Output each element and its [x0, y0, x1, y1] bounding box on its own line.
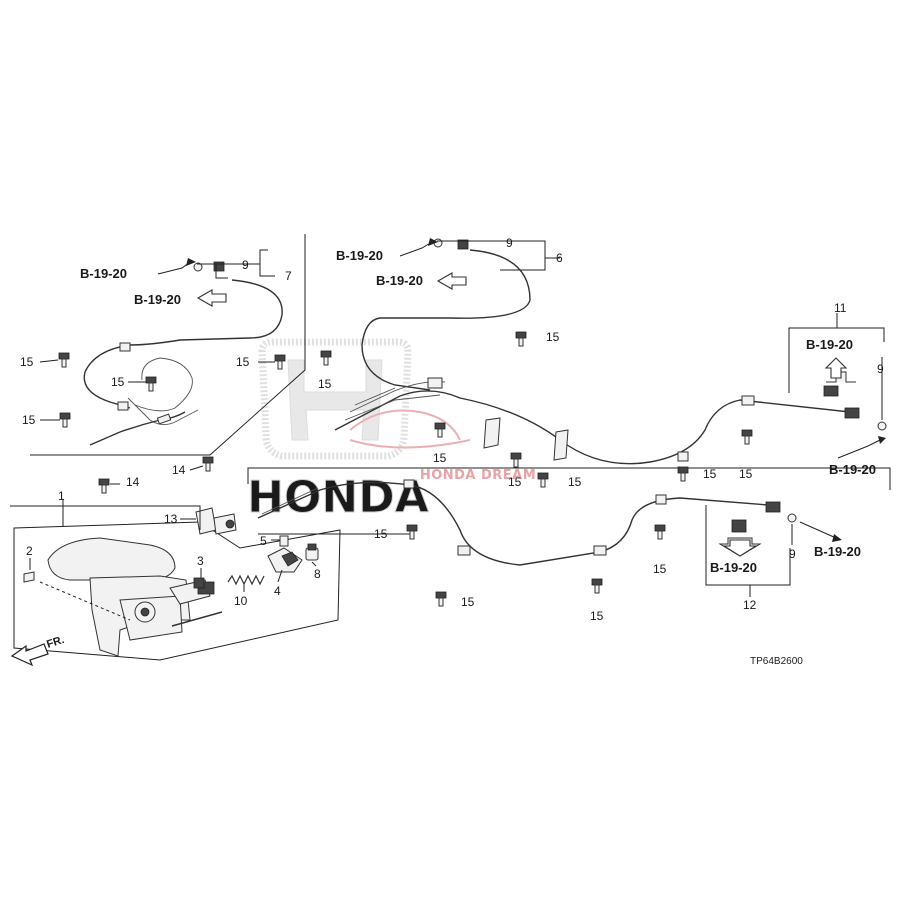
- callout-15-o: 15: [653, 562, 667, 576]
- callout-1: 1: [58, 489, 65, 503]
- callout-15-e: 15: [318, 377, 332, 391]
- honda-dream-watermark: HONDA DREAM: [349, 409, 536, 483]
- ref-arrow-up-icon: [824, 357, 848, 379]
- callout-9-right-lower: 9: [789, 547, 796, 561]
- ref-b1920-c: B-19-20: [336, 248, 383, 263]
- callout-3: 3: [197, 554, 204, 568]
- callout-9-center: 9: [506, 236, 513, 250]
- callout-12: 12: [743, 598, 757, 612]
- callout-2: 2: [26, 544, 33, 558]
- callout-15-j: 15: [703, 467, 717, 481]
- labels: 9 7 9 6 11 9 9 12 1 2 3 4 5 8 10 13 14 1…: [20, 236, 884, 667]
- callout-15-a: 15: [20, 355, 34, 369]
- callout-15-d: 15: [236, 355, 250, 369]
- callout-14-right: 14: [126, 475, 140, 489]
- arrows: [10, 238, 886, 667]
- ref-b1920-e: B-19-20: [806, 337, 853, 352]
- callout-5: 5: [260, 534, 267, 548]
- callout-15-h: 15: [508, 475, 522, 489]
- honda-dream-text: HONDA DREAM: [420, 468, 536, 483]
- callout-8: 8: [314, 567, 321, 581]
- parking-brake-lever-assembly: [13, 521, 341, 661]
- front-direction-arrow-icon: [10, 643, 49, 667]
- ref-arrow-down-icon: [722, 539, 758, 557]
- callout-15-g: 15: [433, 451, 447, 465]
- callout-11: 11: [834, 301, 847, 315]
- callout-14-left: 14: [172, 463, 186, 477]
- callout-15-b: 15: [111, 375, 125, 389]
- callout-15-k: 15: [739, 467, 753, 481]
- flange-bolts: [58, 331, 753, 607]
- ref-b1920-a: B-19-20: [80, 266, 127, 281]
- callout-15-m: 15: [461, 595, 475, 609]
- honda-wordmark-watermark: HONDA: [247, 472, 429, 523]
- callout-15-l: 15: [374, 527, 388, 541]
- ref-b1920-g: B-19-20: [710, 560, 757, 575]
- ref-b1920-h: B-19-20: [814, 544, 861, 559]
- callout-4: 4: [274, 584, 281, 598]
- ref-b1920-d: B-19-20: [376, 273, 423, 288]
- callout-13: 13: [164, 512, 178, 526]
- callout-10: 10: [234, 594, 248, 608]
- lower-right-cable-assembly: [257, 479, 797, 566]
- diagram-code: TP64B2600: [750, 656, 803, 667]
- front-direction-label: FR.: [45, 634, 66, 651]
- callout-15-i: 15: [568, 475, 582, 489]
- callout-6: 6: [556, 251, 563, 265]
- callout-9-right-upper: 9: [877, 362, 884, 376]
- callout-9-left: 9: [242, 258, 249, 272]
- ref-arrow-left-icon: [436, 272, 467, 290]
- callout-15-f: 15: [546, 330, 560, 344]
- callout-15-n: 15: [590, 609, 604, 623]
- callout-15-c: 15: [22, 413, 36, 427]
- section-dividers: [30, 234, 891, 490]
- center-upper-cable-assembly: [334, 238, 887, 465]
- leader-lines: [10, 240, 793, 621]
- ref-b1920-b: B-19-20: [134, 292, 181, 307]
- callout-7: 7: [285, 269, 292, 283]
- ref-arrow-left-icon: [196, 289, 227, 307]
- ref-b1920-f: B-19-20: [829, 462, 876, 477]
- small-parts: [193, 507, 319, 589]
- honda-logo-watermark: [258, 338, 412, 460]
- left-upper-cable-assembly: [83, 261, 283, 446]
